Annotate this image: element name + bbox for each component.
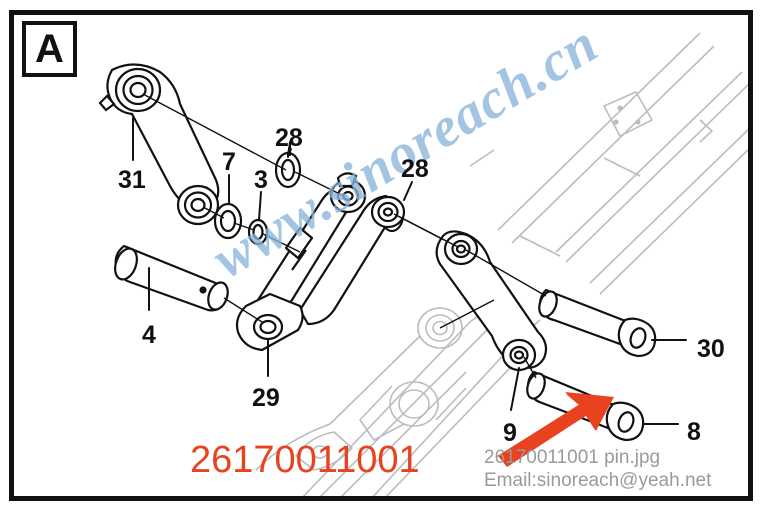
leader-28-upper-stem bbox=[288, 145, 291, 155]
background-machine-outline bbox=[255, 32, 748, 496]
callout-30: 30 bbox=[697, 335, 725, 363]
washer-part-3 bbox=[247, 218, 269, 246]
callout-4: 4 bbox=[142, 321, 156, 349]
washer-part-7 bbox=[213, 202, 243, 240]
part-29-bosses bbox=[252, 172, 406, 341]
washer-part-28-upper bbox=[274, 151, 302, 189]
highlight-arrow bbox=[498, 392, 614, 467]
callout-3: 3 bbox=[254, 166, 268, 194]
part-30-pin bbox=[538, 288, 657, 358]
part-29-center-link bbox=[235, 184, 400, 352]
part-number-highlight: 26170011001 bbox=[190, 439, 420, 481]
callout-28-lower: 28 bbox=[401, 155, 429, 183]
caption-email: Email:sinoreach@yeah.net bbox=[484, 470, 712, 491]
callout-8: 8 bbox=[687, 418, 701, 446]
part-31-bosses bbox=[98, 67, 220, 226]
section-callout-letter: A bbox=[35, 27, 64, 71]
section-callout-box: A bbox=[22, 21, 77, 77]
caption-filename: 26170011001 pin.jpg bbox=[484, 447, 661, 468]
callout-31: 31 bbox=[118, 166, 146, 194]
callout-29: 29 bbox=[252, 384, 280, 412]
part-4-pin bbox=[114, 244, 229, 312]
callout-7: 7 bbox=[222, 148, 236, 176]
callout-9: 9 bbox=[503, 419, 517, 447]
callout-28-upper: 28 bbox=[275, 124, 303, 152]
assembly-alignment-lines bbox=[142, 93, 547, 379]
